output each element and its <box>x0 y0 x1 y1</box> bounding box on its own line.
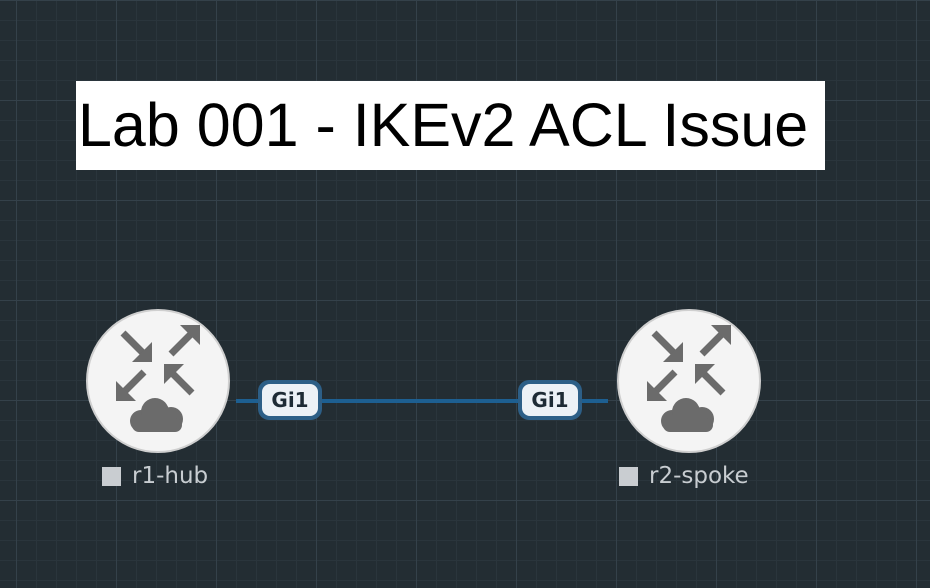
router-icon <box>116 325 200 432</box>
router-icon <box>647 325 731 432</box>
interface-badge-r2[interactable]: Gi1 <box>518 380 582 420</box>
network-link[interactable] <box>236 399 608 403</box>
interface-badge-r1[interactable]: Gi1 <box>258 380 322 420</box>
node-name: r1-hub <box>132 463 209 489</box>
node-label-r1-hub[interactable]: r1-hub <box>102 461 208 491</box>
node-state-square-icon <box>102 466 121 486</box>
node-label-r2-spoke[interactable]: r2-spoke <box>619 461 749 491</box>
router-node-r2-spoke[interactable] <box>617 309 761 453</box>
interface-label: Gi1 <box>522 384 578 416</box>
interface-label: Gi1 <box>262 384 318 416</box>
router-node-r1-hub[interactable] <box>86 309 230 453</box>
node-state-square-icon <box>619 466 638 486</box>
lab-title[interactable]: Lab 001 - IKEv2 ACL Issue <box>76 81 825 170</box>
node-name: r2-spoke <box>649 463 749 489</box>
